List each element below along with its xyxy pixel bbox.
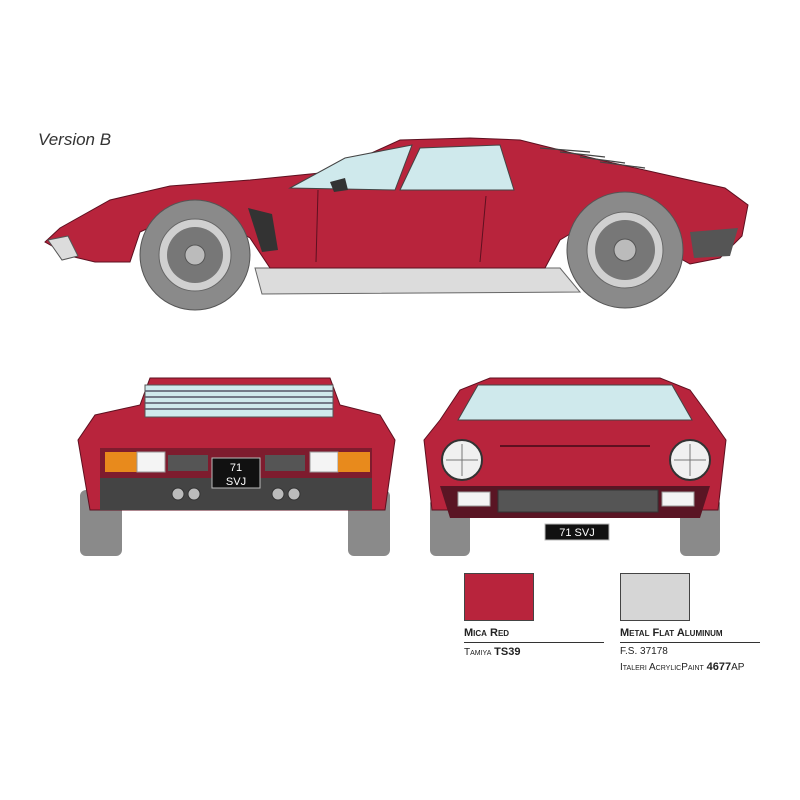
front-windshield [457, 384, 693, 421]
paint-name: Mica Red [464, 627, 604, 643]
paint-ref: Italeri AcrylicPaint 4677AP [620, 661, 760, 674]
side-window-door [399, 144, 515, 191]
paint-code: 4677 [706, 661, 732, 673]
paint-aluminum: Metal Flat Aluminum F.S. 37178 Italeri A… [620, 627, 760, 674]
front-headlight-left [441, 439, 483, 481]
paint-brand: Tamiya [464, 647, 492, 658]
rear-exhausts [171, 487, 301, 501]
front-headlight-right [669, 439, 711, 481]
side-front-wheel [139, 199, 251, 311]
rear-plate: 71 SVJ [211, 457, 261, 489]
mica-red-swatch [464, 573, 534, 621]
rear-louvres [144, 384, 334, 418]
front-plate-text: 71 SVJ [559, 527, 594, 539]
version-label: Version B [38, 130, 112, 149]
car-side-view-icon [44, 137, 749, 311]
aluminum-swatch [620, 573, 690, 621]
front-plate: 71 SVJ [544, 523, 610, 541]
side-louvres [539, 147, 646, 169]
paint-ref: Tamiya TS39 [464, 646, 604, 659]
paint-code-suffix: AP [731, 662, 745, 673]
side-rear-wheel [566, 191, 684, 309]
side-window-front [288, 144, 413, 191]
paint-brand: Italeri AcrylicPaint [620, 662, 704, 673]
side-intake [248, 208, 278, 252]
side-mirror [330, 178, 348, 192]
paint-fs: F.S. 37178 [620, 646, 668, 657]
rear-plate-line2: SVJ [226, 476, 246, 488]
paint-mica-red: Mica Red Tamiya TS39 [464, 627, 604, 659]
paint-name: Metal Flat Aluminum [620, 627, 760, 643]
paint-code: TS39 [494, 646, 521, 658]
rear-plate-line1: 71 [230, 462, 242, 474]
